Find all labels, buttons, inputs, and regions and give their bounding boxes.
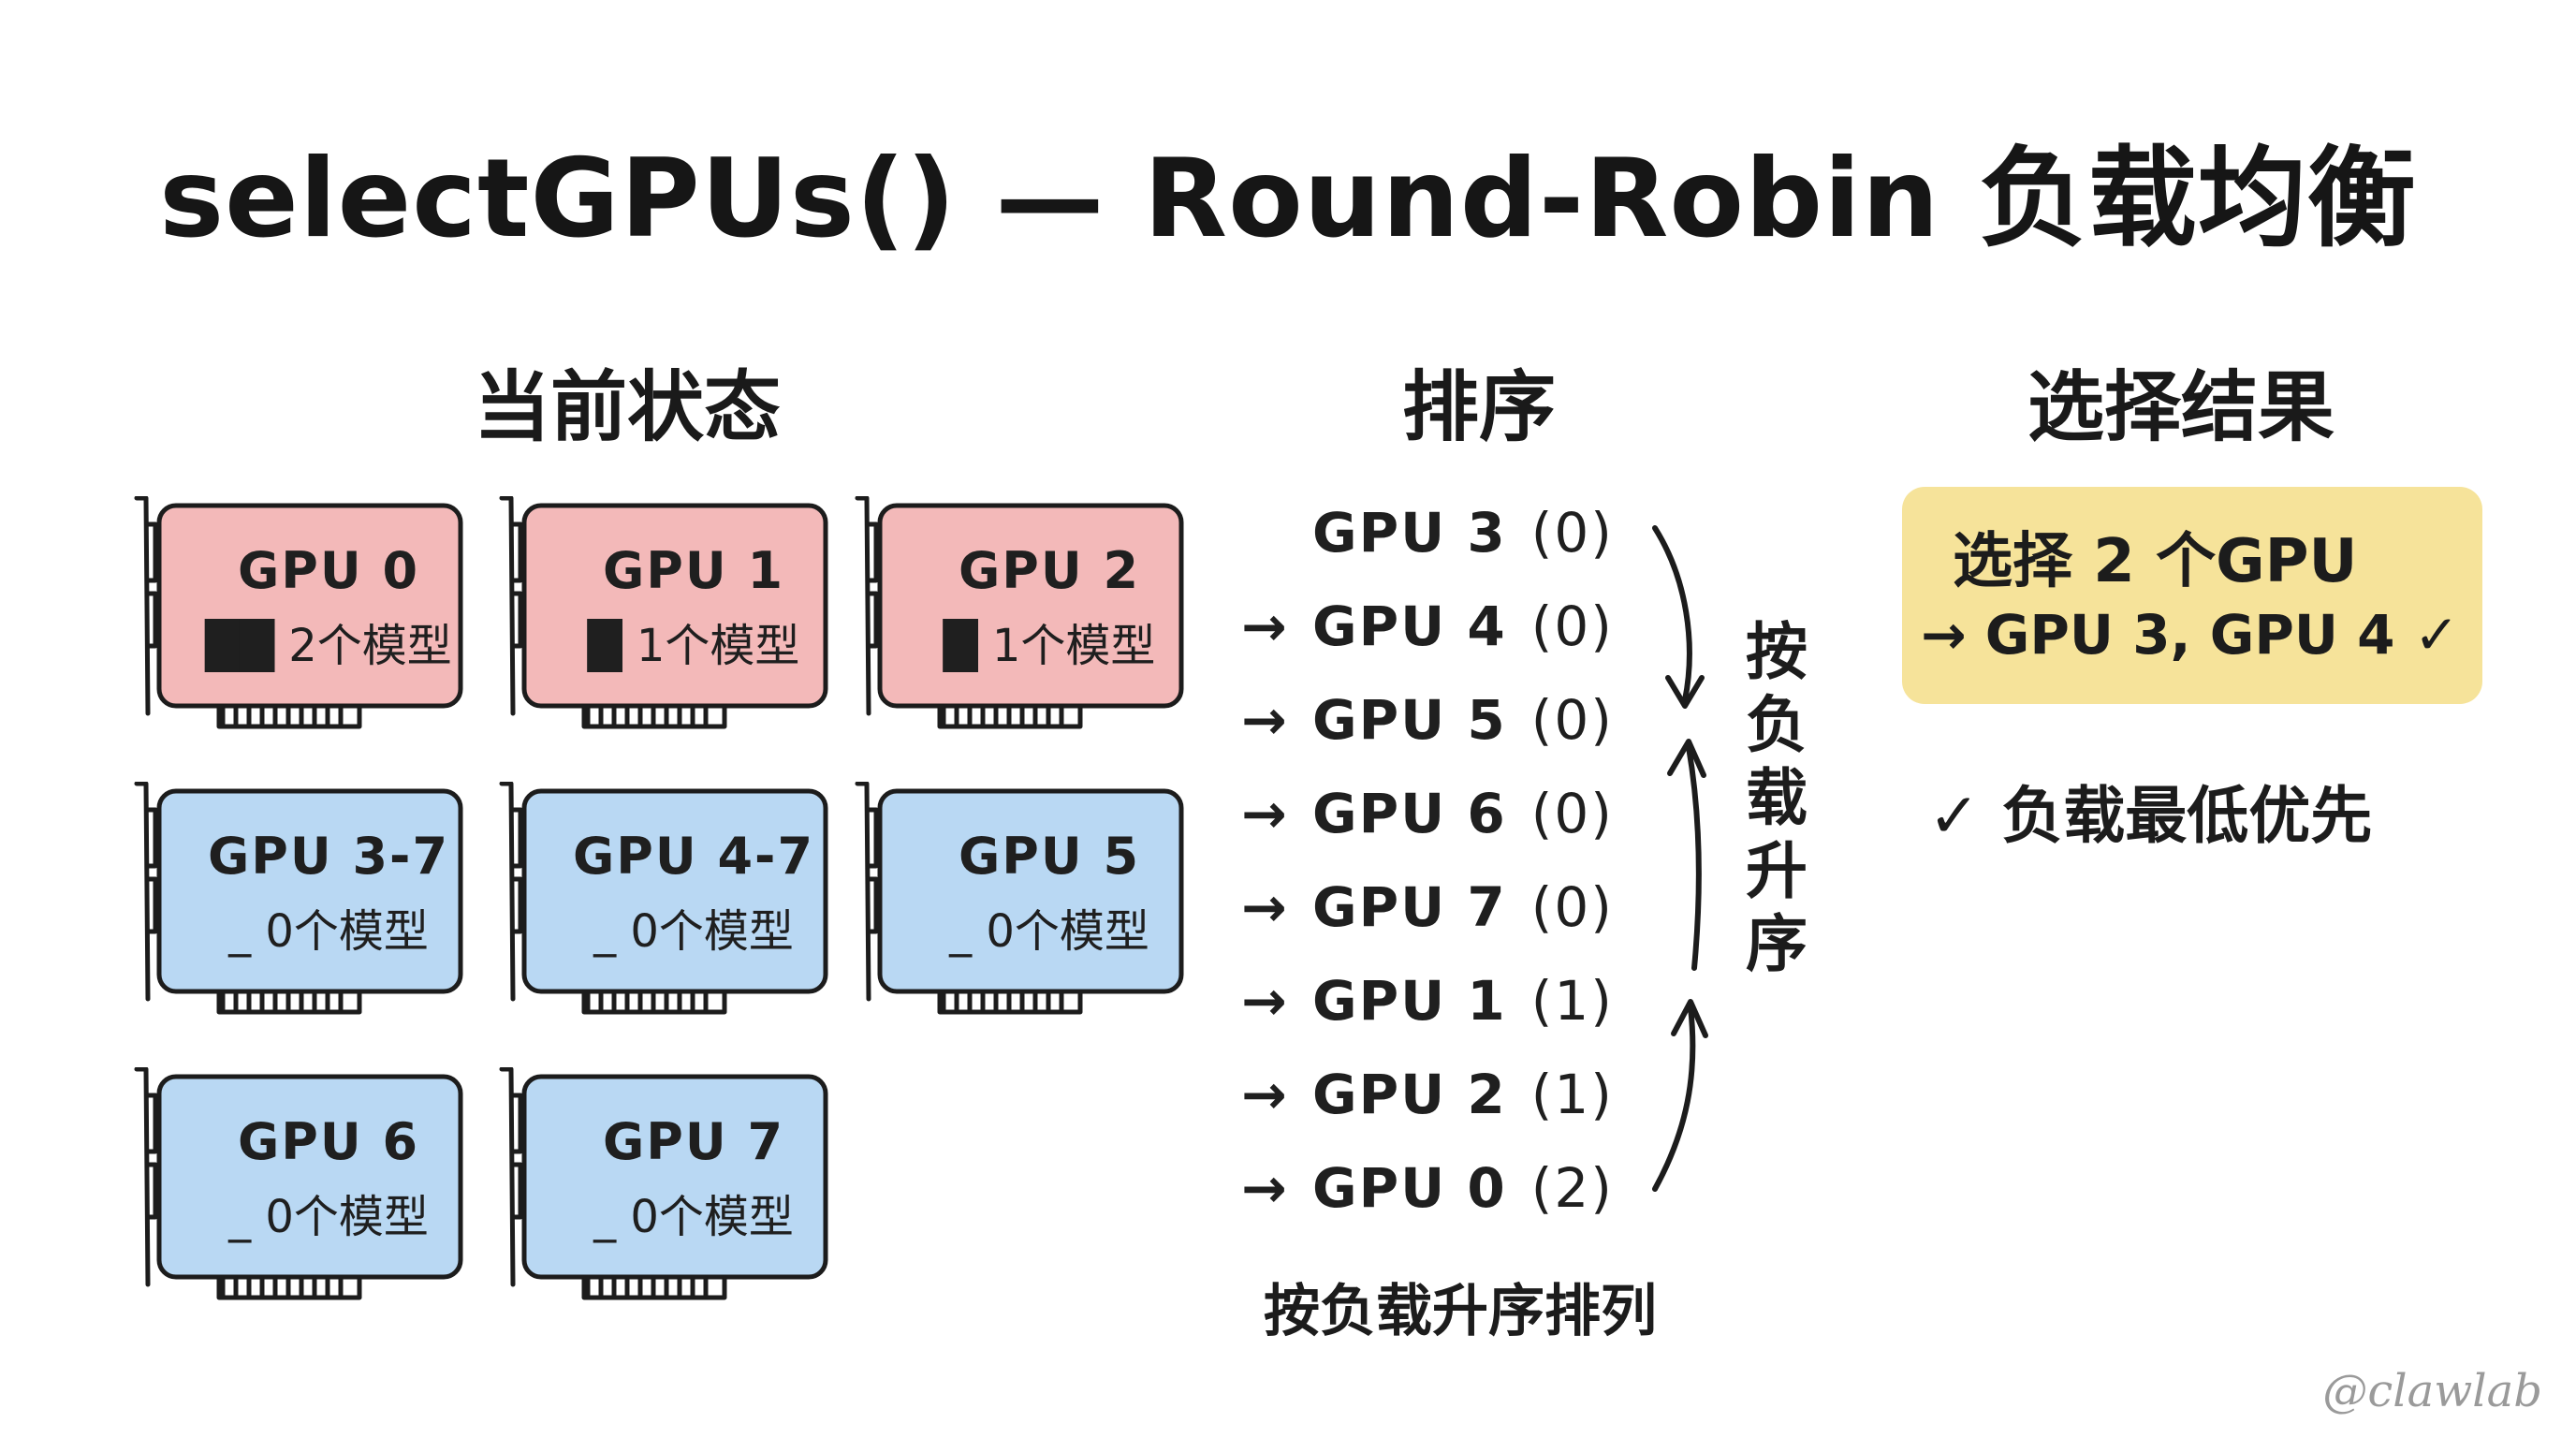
gpu-card-name: GPU 5 (958, 827, 1141, 886)
row-arrow: → (1241, 594, 1289, 658)
gpu-card: GPU 0 ██ 2个模型 (131, 496, 468, 740)
row-gpu: GPU 2 (1312, 1063, 1507, 1126)
sorted-row: GPU 3 (0) (1241, 501, 1614, 585)
arrow-up-icon (1686, 744, 1702, 971)
gpu-card-name: GPU 2 (958, 541, 1141, 600)
gpu-card: GPU 6 _ 0个模型 (131, 1067, 468, 1311)
result-line-select: 选择 2 个GPU (1953, 527, 2358, 596)
gpu-card: GPU 7 _ 0个模型 (496, 1067, 833, 1311)
gpu-card-icon (134, 782, 463, 1015)
row-gpu: GPU 4 (1312, 594, 1507, 658)
gpu-card-icon (499, 496, 828, 729)
gpu-card-name: GPU 3-7 (207, 827, 450, 886)
sorted-row: → GPU 2 (1) (1241, 1063, 1614, 1147)
gpu-card-name: GPU 0 (237, 541, 420, 600)
row-load: (0) (1530, 875, 1614, 939)
row-load: (1) (1530, 969, 1614, 1033)
sorted-row: → GPU 6 (0) (1241, 782, 1614, 866)
sorted-row: → GPU 1 (1) (1241, 969, 1614, 1053)
gpu-card-name: GPU 7 (602, 1112, 785, 1171)
row-gpu: GPU 1 (1312, 969, 1507, 1033)
result-line-chosen: → GPU 3, GPU 4 ✓ (1921, 603, 2460, 667)
row-load: (0) (1530, 782, 1614, 845)
sorted-row: → GPU 0 (2) (1241, 1156, 1614, 1240)
sort-caption: 按负载升序排列 (1264, 1279, 1657, 1344)
sorted-row: → GPU 7 (0) (1241, 875, 1614, 960)
gpu-card: GPU 5 _ 0个模型 (852, 782, 1189, 1025)
row-load: (0) (1530, 594, 1614, 658)
gpu-card: GPU 3-7 _ 0个模型 (131, 782, 468, 1025)
gpu-card-models: █ 1个模型 (587, 620, 800, 672)
row-gpu: GPU 0 (1312, 1156, 1507, 1220)
row-load: (2) (1530, 1156, 1614, 1220)
arrow-down-icon (1652, 525, 1692, 703)
row-load: (1) (1530, 1063, 1614, 1126)
gpu-card-name: GPU 4-7 (572, 827, 815, 886)
gpu-card-models: _ 0个模型 (949, 905, 1149, 958)
gpu-card-models: █ 1个模型 (943, 620, 1156, 672)
gpu-card-icon (855, 496, 1184, 729)
row-arrow: → (1241, 875, 1289, 939)
row-arrow: → (1241, 1156, 1289, 1220)
diagram-title: selectGPUs() — Round-Robin 负载均衡 (159, 136, 2417, 262)
row-gpu: GPU 5 (1312, 688, 1507, 752)
row-arrow: → (1241, 688, 1289, 752)
gpu-card-icon (499, 782, 828, 1015)
gpu-card-name: GPU 1 (602, 541, 785, 600)
gpu-card: GPU 2 █ 1个模型 (852, 496, 1189, 740)
row-arrow: → (1241, 1063, 1289, 1126)
row-load: (0) (1530, 688, 1614, 752)
column-heading-sort: 排序 (1401, 363, 1556, 452)
watermark: @clawlab (2322, 1365, 2542, 1417)
result-box: 选择 2 个GPU → GPU 3, GPU 4 ✓ (1902, 487, 2482, 704)
gpu-card-models: _ 0个模型 (228, 1191, 429, 1243)
priority-note: ✓ 负载最低优先 (1928, 780, 2373, 852)
row-gpu: GPU 7 (1312, 875, 1507, 939)
row-gpu: GPU 3 (1312, 501, 1507, 565)
gpu-card-models: _ 0个模型 (593, 1191, 794, 1243)
gpu-card-icon (134, 496, 463, 729)
sort-direction-arrows (1652, 525, 1708, 1192)
row-arrow: → (1241, 969, 1289, 1033)
row-arrow: → (1241, 782, 1289, 845)
gpu-card: GPU 4-7 _ 0个模型 (496, 782, 833, 1025)
sort-side-label: 按负载升序 (1746, 616, 1808, 980)
row-gpu: GPU 6 (1312, 782, 1507, 845)
gpu-card-models: _ 0个模型 (593, 905, 794, 958)
gpu-card-name: GPU 6 (237, 1112, 420, 1171)
row-load: (0) (1530, 501, 1614, 565)
gpu-card-icon (134, 1067, 463, 1300)
gpu-card-models: ██ 2个模型 (205, 620, 452, 672)
sorted-row: → GPU 4 (0) (1241, 594, 1614, 679)
gpu-card-models: _ 0个模型 (228, 905, 429, 958)
sorted-row: → GPU 5 (0) (1241, 688, 1614, 772)
column-heading-result: 选择结果 (2027, 363, 2334, 452)
column-heading-current-state: 当前状态 (473, 363, 781, 452)
gpu-card-icon (855, 782, 1184, 1015)
gpu-card-icon (499, 1067, 828, 1300)
arrow-up-icon-lower (1652, 1005, 1696, 1192)
gpu-card: GPU 1 █ 1个模型 (496, 496, 833, 740)
